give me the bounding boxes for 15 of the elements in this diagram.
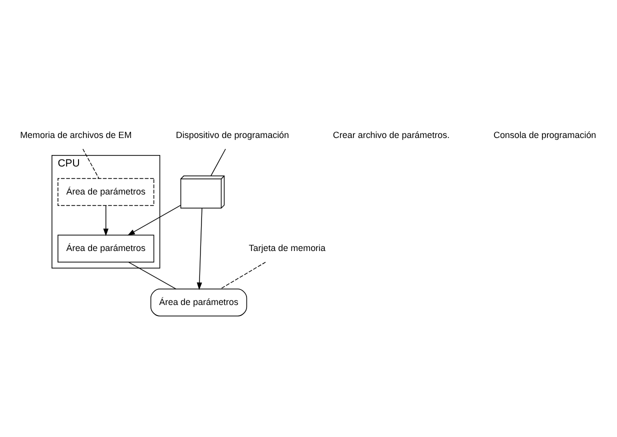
connector: [82, 148, 100, 178]
arrow: [127, 204, 181, 236]
node-text: Dispositivo de programación: [176, 129, 290, 140]
label: Consola de programación: [493, 129, 596, 140]
node-text: Tarjeta de memoria: [248, 242, 326, 252]
node-box: Área de parámetros: [150, 288, 248, 316]
connector: [128, 261, 176, 289]
node-box: Área de parámetros: [58, 178, 154, 206]
node-box: Área de parámetros: [58, 234, 154, 262]
node-text: Memoria de archivos de EM: [20, 129, 132, 140]
arrow: [103, 204, 108, 236]
connector: [210, 148, 226, 176]
label: Crear archivo de parámetros.: [332, 129, 450, 140]
connector: [220, 261, 266, 289]
arrow: [196, 207, 202, 290]
